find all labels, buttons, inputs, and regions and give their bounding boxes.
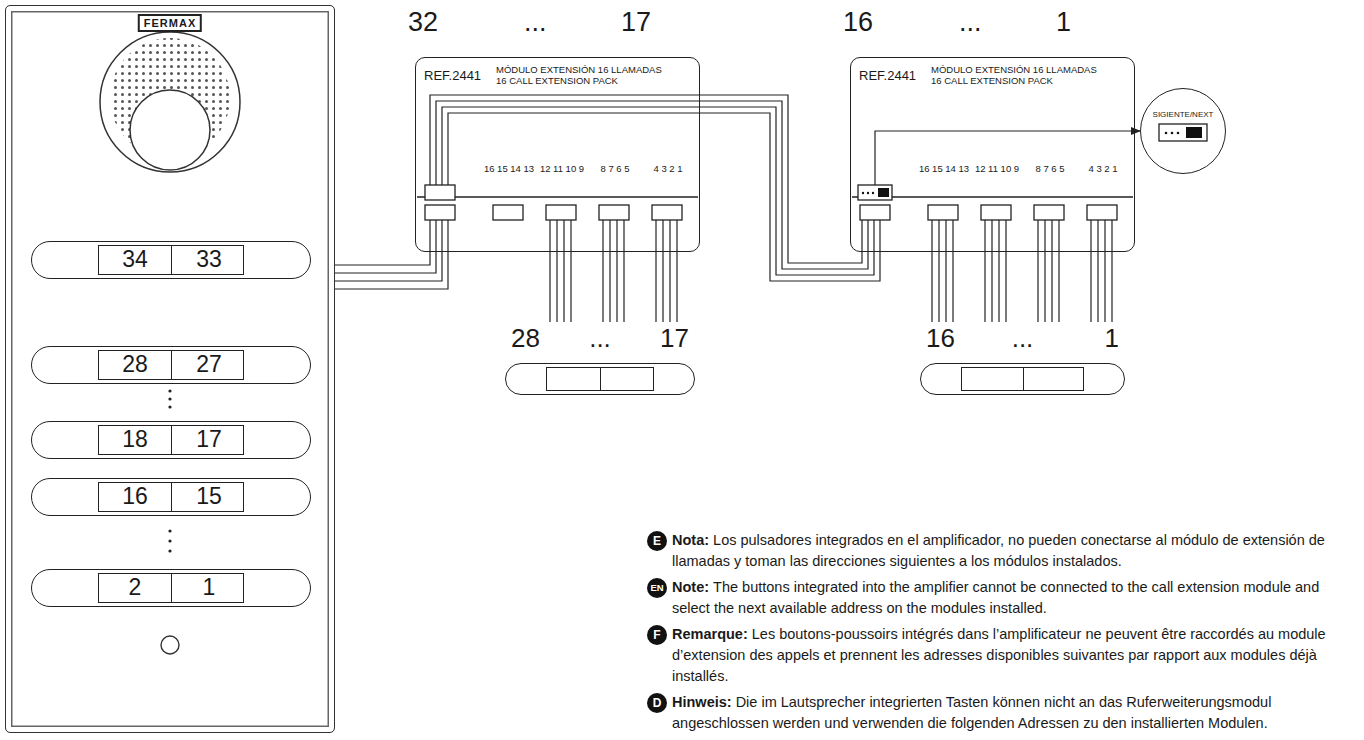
terminal-numbers: 4 3 2 1 xyxy=(1088,163,1117,175)
note-body: Die im Lautsprecher integrierten Tasten … xyxy=(672,694,1271,731)
badge-node: EN xyxy=(647,578,667,598)
badge-node: E xyxy=(647,531,667,551)
row-dots xyxy=(168,389,171,552)
button-number: 18 xyxy=(98,424,172,454)
note-text: Nota:Los pulsadores integrados en el amp… xyxy=(672,530,1356,572)
terminal-numbers: 8 7 6 5 xyxy=(1035,163,1064,175)
note-text: Note:The buttons integrated into the amp… xyxy=(672,577,1356,619)
call-range-number: 16 xyxy=(926,322,955,354)
language-badge: D xyxy=(647,693,667,713)
button-number: 28 xyxy=(98,349,172,379)
button-number: 2 xyxy=(98,572,172,602)
wire-bundle xyxy=(700,95,880,281)
note-body: The buttons integrated into the amplifie… xyxy=(672,579,1319,616)
wire-bundle xyxy=(932,252,1112,322)
call-range-number: 16 xyxy=(843,6,873,38)
terminal-numbers: 8 7 6 5 xyxy=(600,163,629,175)
wire-bundle xyxy=(875,131,1140,185)
note-heading: Note: xyxy=(672,579,709,595)
next-connector-mark xyxy=(862,127,1202,197)
language-badge: EN xyxy=(647,578,667,598)
call-range-number: ... xyxy=(959,6,982,38)
call-range-number: ... xyxy=(524,6,547,38)
strip-node: 28... 17 xyxy=(505,322,695,397)
plate-node: 21 xyxy=(31,569,311,607)
label-window xyxy=(98,245,244,275)
call-range-number: ... xyxy=(589,322,611,354)
call-range-number: 32 xyxy=(408,6,438,38)
button-number: 15 xyxy=(172,481,246,511)
label-window xyxy=(98,573,244,603)
button-number: 27 xyxy=(172,349,246,379)
connector-callout: SIGIENTE/NEXT xyxy=(1153,110,1214,120)
module-reference: REF.2441 xyxy=(859,68,916,84)
key-hole xyxy=(161,636,179,654)
call-range-number: 1 xyxy=(1056,6,1071,38)
note-text: Hinweis:Die im Lautsprecher integrierten… xyxy=(672,692,1356,734)
note-heading: Nota: xyxy=(672,532,709,548)
module-name: 16 CALL EXTENSION PACK xyxy=(931,75,1053,86)
language-badge: F xyxy=(647,625,667,645)
plate-node: 1817 xyxy=(31,421,311,459)
label-window xyxy=(961,367,1084,391)
panel-node: FERMAX343328271817161521 xyxy=(5,5,335,733)
button-number: 1 xyxy=(172,572,246,602)
note-text: Remarque:Les boutons-poussoirs intégrés … xyxy=(672,624,1356,687)
call-range-number: 17 xyxy=(621,6,651,38)
callout-node: SIGIENTE/NEXT xyxy=(1140,88,1226,174)
module-node: 16...1REF.2441MÓDULO EXTENSIÓN 16 LLAMAD… xyxy=(850,57,1135,252)
terminal-connectors xyxy=(417,124,1207,220)
button-number: 34 xyxy=(98,244,172,274)
note-heading: Remarque: xyxy=(672,626,748,642)
label-window xyxy=(98,425,244,455)
wire-bundle xyxy=(550,252,677,322)
speaker-camera xyxy=(100,32,240,172)
button-strip xyxy=(505,363,695,395)
module-name: MÓDULO EXTENSIÓN 16 LLAMADAS xyxy=(931,64,1097,75)
plate-node: 3433 xyxy=(31,241,311,279)
plate-node: 2827 xyxy=(31,346,311,384)
button-number: 33 xyxy=(172,244,246,274)
terminal-numbers: 4 3 2 1 xyxy=(653,163,682,175)
badge-node: D xyxy=(647,693,667,713)
note-body: Los pulsadores integrados en el amplific… xyxy=(672,532,1325,569)
label-window xyxy=(98,350,244,380)
button-number: 17 xyxy=(172,424,246,454)
button-strip xyxy=(920,363,1125,395)
call-range-number: 17 xyxy=(660,322,689,354)
button-number: 16 xyxy=(98,481,172,511)
call-range-number: 1 xyxy=(1105,322,1119,354)
plate-node: 1615 xyxy=(31,478,311,516)
label-window xyxy=(98,482,244,512)
terminal-numbers: 16 15 14 13 xyxy=(919,163,969,175)
module-name: MÓDULO EXTENSIÓN 16 LLAMADAS xyxy=(496,64,662,75)
wire-bundle xyxy=(335,252,448,289)
module-reference: REF.2441 xyxy=(424,68,481,84)
badge-node: F xyxy=(647,625,667,645)
call-range-number: 28 xyxy=(511,322,540,354)
module-node: 32...17REF.2441MÓDULO EXTENSIÓN 16 LLAMA… xyxy=(415,57,700,252)
terminal-numbers: 12 11 10 9 xyxy=(540,163,584,175)
terminal-numbers: 16 15 14 13 xyxy=(484,163,534,175)
call-range-number: ... xyxy=(1012,322,1034,354)
label-window xyxy=(546,367,654,391)
language-badge: E xyxy=(647,531,667,551)
strip-node: 16... 1 xyxy=(920,322,1125,397)
terminal-numbers: 12 11 10 9 xyxy=(975,163,1019,175)
internal-wires xyxy=(430,95,1112,252)
module-name: 16 CALL EXTENSION PACK xyxy=(496,75,618,86)
note-heading: Hinweis: xyxy=(672,694,732,710)
note-body: Les boutons-poussoirs intégrés dans l’am… xyxy=(672,626,1326,684)
brand-logo: FERMAX xyxy=(138,14,202,32)
